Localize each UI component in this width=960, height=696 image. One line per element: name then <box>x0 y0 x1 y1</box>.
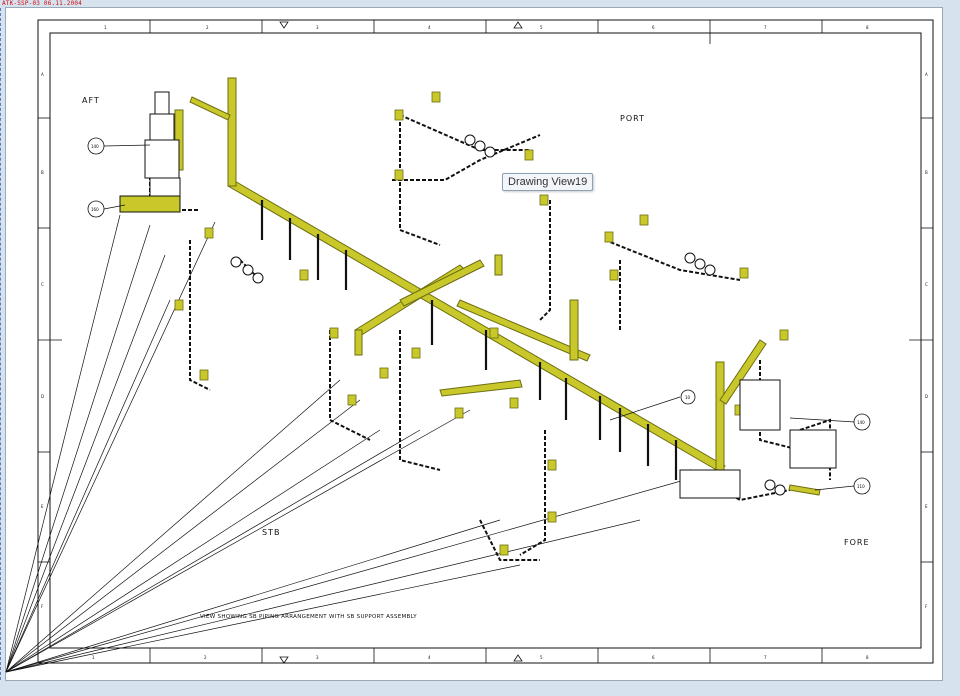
zone-row-e-r: E <box>925 504 928 509</box>
zone-row-a: A <box>41 72 44 77</box>
label-aft: AFT <box>82 96 100 105</box>
pipe-branch-3 <box>456 299 591 362</box>
balloon-label: 110 <box>857 484 865 489</box>
zone-col-4: 4 <box>428 25 431 30</box>
balloon-label: 140 <box>91 144 99 149</box>
zone-row-f: F <box>41 604 44 609</box>
pipe-branch-7 <box>354 329 363 356</box>
center-mark-top-left <box>279 21 289 29</box>
zone-col-8: 8 <box>866 25 869 30</box>
zone-ticks-bottom <box>149 648 823 663</box>
drawing-view-tooltip: Drawing View19 <box>502 173 594 191</box>
pipe-riser-fore <box>715 361 725 473</box>
center-mark-top <box>513 21 523 29</box>
pipe-branch-5 <box>719 339 767 405</box>
zone-col-3: 3 <box>316 25 319 30</box>
zone-col-4-b: 4 <box>428 655 431 660</box>
zone-row-d-r: D <box>925 394 928 399</box>
zone-col-1: 1 <box>104 25 107 30</box>
inner-border <box>49 32 922 649</box>
zone-row-b-r: B <box>925 170 928 175</box>
stb-valves <box>230 134 716 284</box>
balloon-140-aft[interactable]: 140 <box>87 137 151 155</box>
pipe-branch-6 <box>569 299 579 361</box>
zone-row-b: B <box>41 170 44 175</box>
zone-col-8-b: 8 <box>866 655 869 660</box>
view-caption: VIEW SHOWING SB PIPING ARRANGEMENT WITH … <box>200 614 417 620</box>
pipe-riser-aft <box>227 77 237 187</box>
pipe-stub-aft <box>189 96 231 121</box>
balloon-label: 140 <box>857 420 865 425</box>
zone-col-7: 7 <box>764 25 767 30</box>
aft-pump-assembly <box>119 91 181 213</box>
label-fore: FORE <box>844 538 870 547</box>
zone-col-6: 6 <box>652 25 655 30</box>
center-mark-bottom-left <box>279 656 289 664</box>
zone-ticks-right <box>909 117 933 563</box>
zone-labels: 1 2 3 4 5 6 7 8 1 2 3 4 5 6 7 8 A B C D … <box>41 25 928 660</box>
pipe-branch-8 <box>494 254 503 276</box>
outer-border <box>37 19 934 664</box>
center-mark-bottom <box>513 654 523 662</box>
balloon-label: 160 <box>91 207 99 212</box>
label-port: PORT <box>620 114 645 123</box>
zone-col-3-b: 3 <box>316 655 319 660</box>
piping-outlines <box>149 110 831 561</box>
pipe-branch-2 <box>399 259 485 307</box>
zone-col-2-b: 2 <box>204 655 207 660</box>
zone-row-a-r: A <box>925 72 928 77</box>
zone-row-f-r: F <box>925 604 928 609</box>
balloon-label: 10 <box>685 395 691 400</box>
fittings <box>174 91 789 556</box>
zone-row-d: D <box>41 394 44 399</box>
zone-col-5-b: 5 <box>540 655 543 660</box>
zone-row-c-r: C <box>925 282 928 287</box>
zone-col-1-b: 1 <box>92 655 95 660</box>
balloon-10[interactable]: 10 <box>609 389 696 421</box>
pipe-stub-fore <box>788 484 821 496</box>
zone-row-c: C <box>41 282 44 287</box>
pipe-runs <box>174 77 821 496</box>
zone-row-e: E <box>41 504 44 509</box>
zone-col-6-b: 6 <box>652 655 655 660</box>
balloon-140-fore[interactable]: 140 <box>789 413 871 431</box>
leader-lines <box>5 214 721 673</box>
zone-col-2: 2 <box>206 25 209 30</box>
fore-pump-assembly <box>679 379 837 499</box>
sheet-selection-edge <box>0 8 2 680</box>
balloon-160-aft[interactable]: 160 <box>87 200 126 218</box>
header-stamp: ATK-SSP-03 06.11.2004 <box>2 0 83 7</box>
balloon-110-fore[interactable]: 110 <box>814 477 871 495</box>
zone-col-7-b: 7 <box>764 655 767 660</box>
supports <box>260 200 678 480</box>
pipe-branch-4 <box>439 379 523 397</box>
zone-col-5: 5 <box>540 25 543 30</box>
label-stb: STB <box>262 528 281 537</box>
pipe-main-diagonal <box>227 179 726 473</box>
zone-ticks-top <box>149 20 823 44</box>
